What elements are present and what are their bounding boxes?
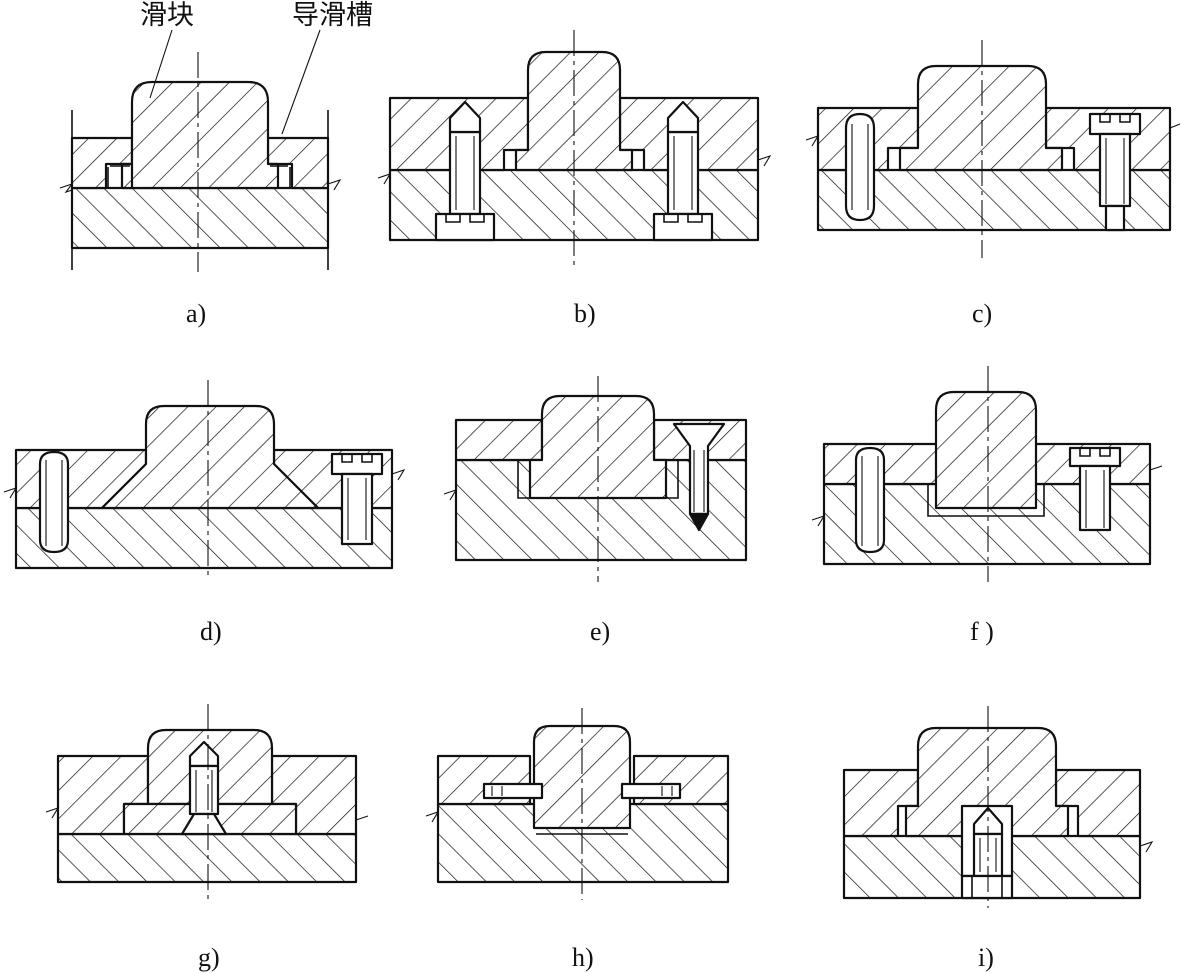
leader-groove — [281, 29, 321, 135]
caption-c: c) — [972, 299, 992, 328]
screw — [960, 804, 1014, 900]
section-d: d) — [3, 380, 406, 646]
caption-d: d) — [200, 617, 222, 646]
label-guide-groove: 导滑槽 — [292, 0, 373, 31]
slider — [934, 390, 1038, 510]
section-h: h) — [425, 708, 730, 972]
countersunk-screw — [672, 422, 726, 532]
base-plate — [70, 186, 330, 250]
label-slider: 滑块 — [140, 0, 194, 31]
section-c: c) — [805, 40, 1181, 328]
section-i: i) — [842, 706, 1154, 972]
screw — [330, 452, 384, 546]
slider — [532, 724, 632, 830]
section-e: e) — [443, 376, 748, 646]
base-plate — [56, 832, 358, 884]
slider — [100, 404, 320, 510]
screw — [1088, 112, 1142, 232]
caption-b: b) — [574, 299, 596, 328]
caption-f: f ) — [970, 617, 994, 646]
slider — [904, 726, 1070, 838]
dowel-pin — [38, 450, 70, 554]
key-left — [482, 782, 544, 800]
slider — [120, 80, 280, 190]
base-plate — [14, 506, 394, 570]
caption-e: e) — [590, 617, 610, 646]
dowel-pin — [854, 446, 886, 554]
caption-i: i) — [978, 943, 994, 972]
slider — [898, 64, 1064, 172]
key-right — [620, 782, 682, 800]
leader-slider — [149, 29, 173, 99]
section-a: 滑块 导滑槽 a) — [59, 0, 373, 328]
caption-g: g) — [198, 943, 220, 972]
caption-h: h) — [572, 943, 594, 972]
screw-right — [652, 100, 714, 242]
section-f: f ) — [811, 366, 1163, 646]
guide-plate-left — [822, 442, 952, 486]
guide-plate-left — [454, 418, 544, 462]
section-g: g) — [45, 704, 369, 972]
section-b: b) — [377, 30, 772, 328]
caption-a: a) — [186, 299, 206, 328]
screw — [1068, 446, 1122, 532]
screw-left — [434, 100, 496, 242]
countersunk-screw — [180, 740, 228, 836]
dowel-pin — [844, 112, 876, 222]
